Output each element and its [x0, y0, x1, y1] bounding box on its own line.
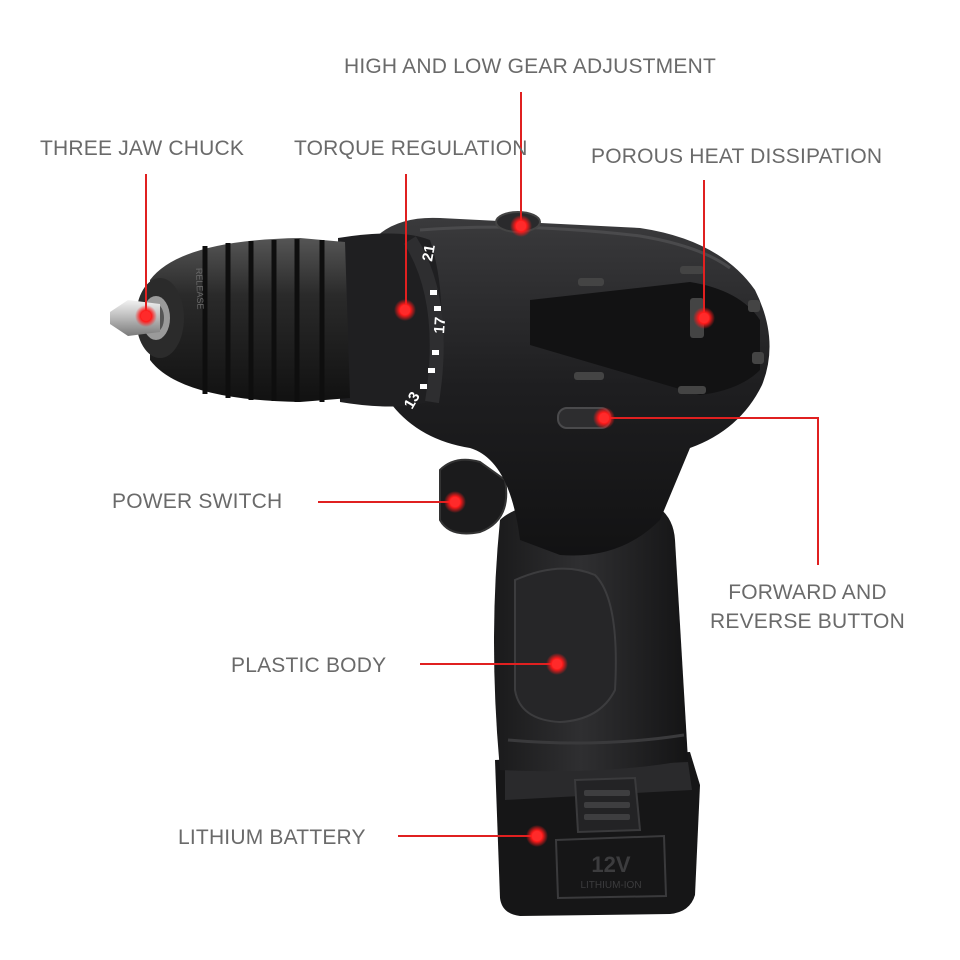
trigger [439, 458, 508, 535]
torque-dial-markings: 21 17 13 [401, 243, 449, 412]
label-lithium-battery: LITHIUM BATTERY [178, 826, 366, 849]
dial-number-17: 17 [431, 316, 449, 334]
drill-illustration [110, 211, 770, 916]
label-high-low-gear: HIGH AND LOW GEAR ADJUSTMENT [344, 55, 716, 78]
label-three-jaw-chuck: THREE JAW CHUCK [40, 137, 245, 160]
dial-number-21: 21 [419, 243, 439, 262]
callout-lines [145, 92, 819, 837]
label-plastic-body: PLASTIC BODY [231, 654, 387, 677]
battery-voltage-mark: 12V [591, 852, 630, 877]
label-forward-reverse-line2: REVERSE BUTTON [710, 610, 905, 633]
chuck-release-mark: RELEASE [194, 268, 205, 310]
callout-line-direction [604, 417, 819, 565]
label-forward-reverse: FORWARD AND REVERSE BUTTON [710, 578, 905, 636]
label-forward-reverse-line1: FORWARD AND [728, 581, 887, 604]
label-porous-heat: POROUS HEAT DISSIPATION [591, 145, 883, 168]
callout-dots [135, 215, 715, 847]
battery-type-mark: LITHIUM-ION [580, 880, 641, 891]
label-torque-regulation: TORQUE REGULATION [294, 137, 528, 160]
label-power-switch: POWER SWITCH [112, 490, 283, 513]
dial-number-13: 13 [401, 389, 424, 412]
torque-collar [338, 233, 442, 407]
